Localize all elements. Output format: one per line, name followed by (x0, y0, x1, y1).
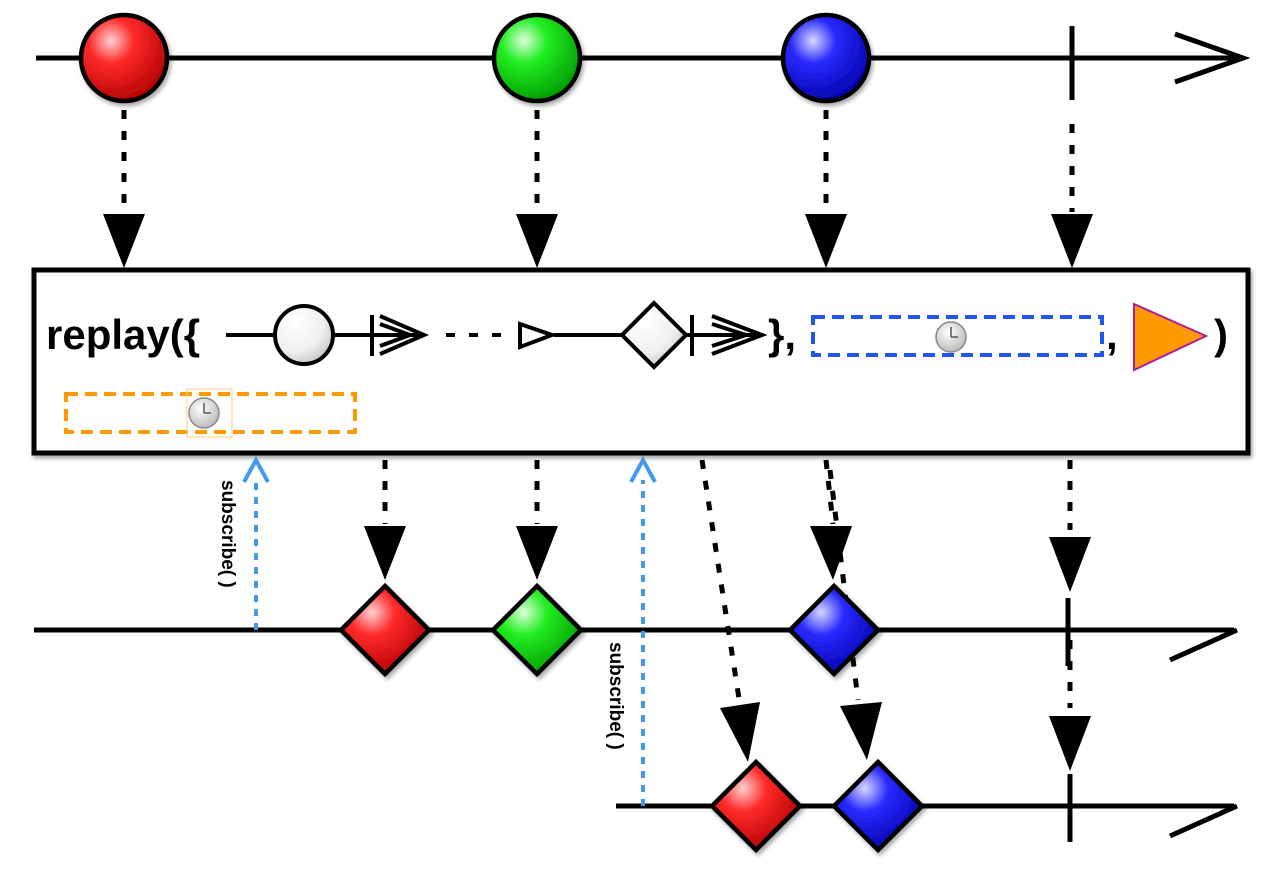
selector-observable-sketch (226, 300, 768, 370)
output-arrowheads (364, 526, 1091, 771)
source-timeline-arrowhead (1174, 31, 1251, 85)
out2-arrow-blue-line (827, 469, 861, 701)
out2-arrowhead-red (720, 702, 760, 762)
time-window-dashed-rect (811, 315, 1104, 357)
scheduler-dashed-rect (64, 392, 357, 434)
time-window-box (811, 315, 1104, 357)
scheduler-clock-frame (186, 388, 233, 438)
selector-small-arrow (518, 321, 558, 350)
output-1-item-blue (786, 582, 882, 678)
subscribe-1-label: subscribe( ) (217, 480, 238, 588)
output-1-item-red (337, 582, 433, 678)
operator-separator-text: , (1106, 311, 1118, 358)
subscribe-arrow-1: subscribe( ) (217, 455, 270, 630)
output-stream-2 (616, 758, 1239, 854)
source-item-red (78, 12, 170, 104)
operator-close-brace-text: }, (768, 311, 796, 358)
selector-diamond-item (619, 300, 689, 370)
operator-box-frame (31, 267, 1251, 456)
scheduler-box (64, 388, 357, 438)
out2-arrowhead-blue (840, 702, 882, 760)
output-2-item-red (708, 758, 804, 854)
input-arrowheads (103, 214, 1093, 268)
out1-arrowhead-red (364, 526, 406, 580)
out1-arrowhead-green (516, 526, 558, 580)
output-2-arrowhead (1168, 803, 1239, 839)
subscribe-arrow-2: subscribe( ) (605, 455, 657, 806)
clock-icon (188, 397, 220, 429)
subscribe-1-arrowhead (242, 455, 270, 483)
output-1-item-green (489, 582, 585, 678)
selector-arrowhead-1 (379, 314, 430, 356)
subscribe-2-arrowhead (629, 455, 657, 483)
out1-arrowhead-complete (1049, 537, 1091, 592)
play-triangle-icon (1133, 302, 1209, 372)
operator-box: replay({ }, , ) (31, 267, 1251, 456)
operator-close-paren-text: ) (1214, 311, 1228, 358)
out2-arrowhead-complete (1049, 716, 1091, 771)
output-2-item-blue (830, 758, 926, 854)
out1-arrowhead-blue (810, 526, 852, 580)
source-item-blue (780, 12, 872, 104)
source-stream (36, 12, 1251, 104)
subscribe-2-label: subscribe( ) (605, 642, 626, 750)
clock-icon (935, 321, 967, 353)
output-arrows (382, 459, 1073, 708)
input-arrowhead-red (103, 214, 145, 268)
input-arrowhead-complete (1051, 214, 1093, 268)
selector-circle-item (273, 304, 335, 366)
input-arrowhead-green (516, 214, 558, 268)
input-arrows (121, 110, 1075, 212)
output-stream-1 (34, 582, 1239, 678)
out2-arrow-red-line (699, 459, 743, 706)
input-arrowhead-blue (805, 214, 847, 268)
selector-arrowhead-2 (711, 314, 768, 356)
operator-open-text: replay({ (46, 311, 200, 358)
source-item-green (491, 12, 583, 104)
output-1-arrowhead (1168, 627, 1239, 663)
